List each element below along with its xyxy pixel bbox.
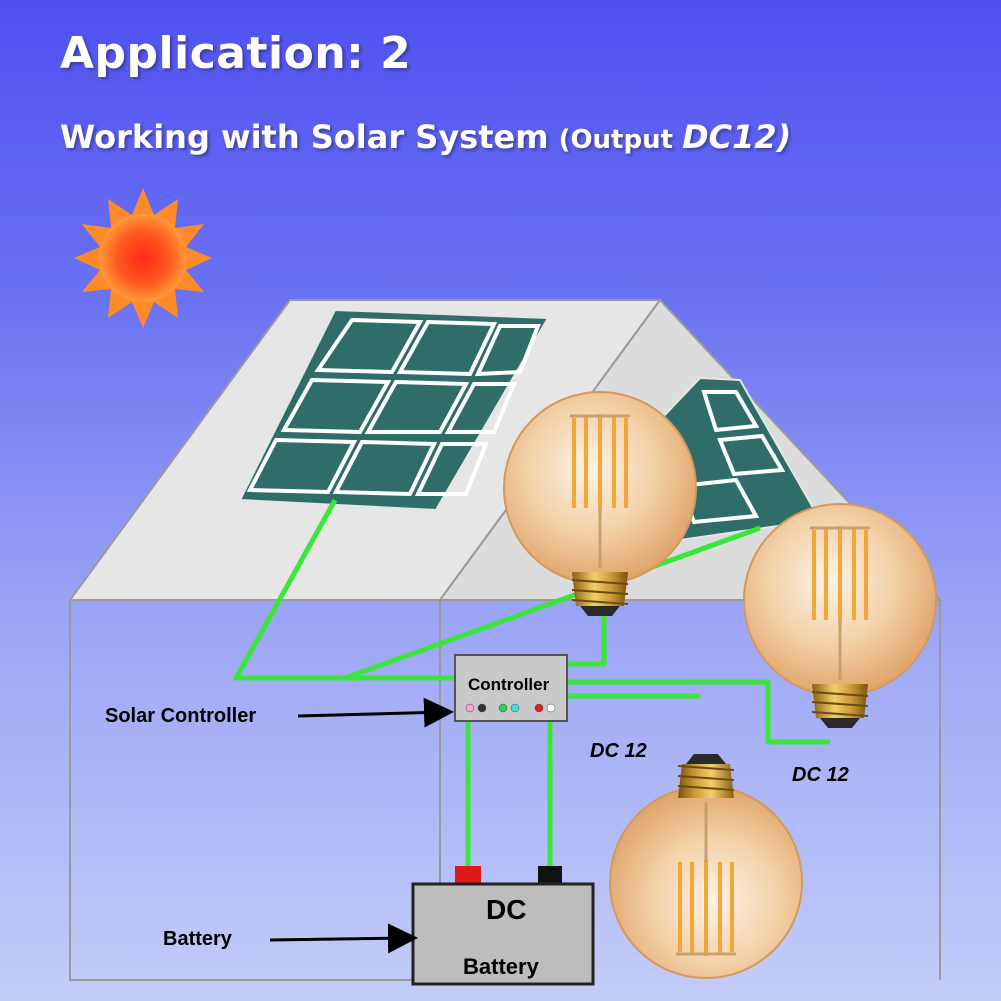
controller-box [454,654,568,722]
controller-indicator-dot [510,703,520,713]
solar-controller-label: Solar Controller [105,705,257,727]
controller-indicator-dot [477,703,487,713]
controller-label: Controller [468,675,550,694]
solar-panel-icon [238,308,822,542]
wires [233,498,830,870]
controller-indicator-dot [465,703,475,713]
controller-indicator-dot [546,703,556,713]
subtitle-note: (Output DC12) [558,118,792,156]
controller-indicator-dot [534,703,544,713]
battery-label: Battery [163,928,232,950]
bulb-icon [742,502,938,730]
bulb-icon [608,752,804,980]
sun-icon [74,188,212,328]
page-title: Application: 2 [60,28,412,79]
dc12-left-label: DC 12 [590,740,647,762]
subtitle-dc: DC12) [682,118,792,156]
subtitle-prefix: (Output [558,125,683,155]
subtitle-main: Working with Solar System [60,118,549,156]
battery-top-text: DC [486,894,527,925]
controller-indicator-dot [498,703,508,713]
battery-bottom-text: Battery [463,954,539,979]
battery-icon [411,866,595,986]
arrow-icon [269,697,454,954]
page-subtitle: Working with Solar System(Output DC12) [60,118,791,156]
dc12-right-label: DC 12 [792,764,849,786]
